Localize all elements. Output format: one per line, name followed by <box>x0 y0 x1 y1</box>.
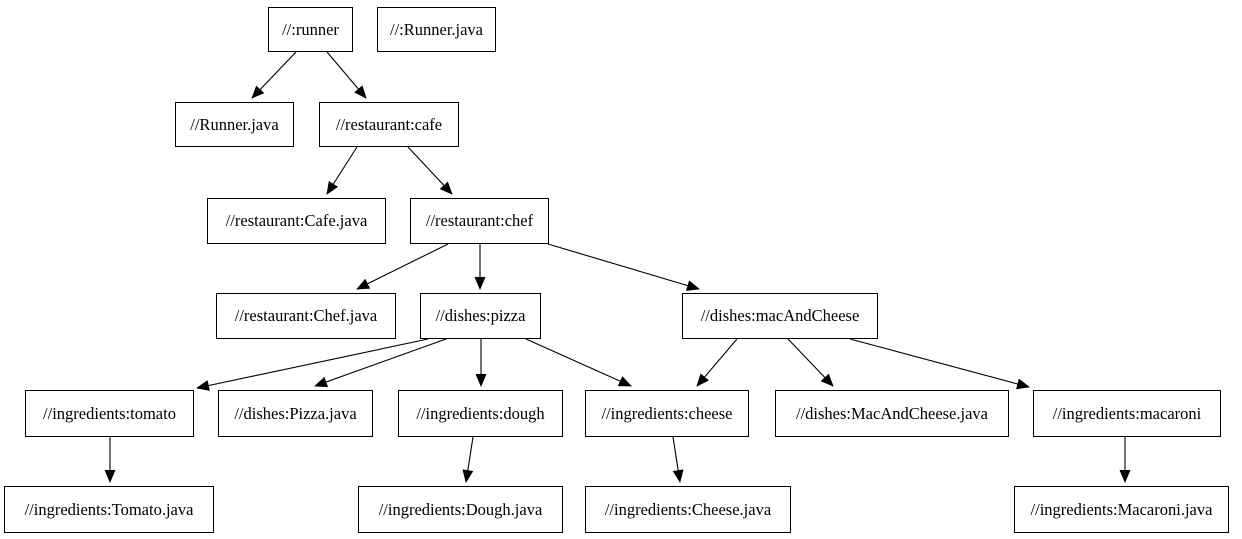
node-tomato: //ingredients:tomato <box>25 390 194 437</box>
node-cafe: //restaurant:cafe <box>319 102 459 147</box>
edge-runner-to-runner-java <box>251 51 297 99</box>
node-dough-java: //ingredients:Dough.java <box>358 486 563 533</box>
edge-mac-and-cheese-to-macaroni <box>849 338 1030 390</box>
edge-pizza-to-tomato <box>196 338 429 391</box>
node-chef: //restaurant:chef <box>410 198 549 244</box>
node-cheese: //ingredients:cheese <box>585 390 749 437</box>
node-dough: //ingredients:dough <box>398 390 563 437</box>
edge-dough-to-dough-java <box>462 436 474 483</box>
node-runner: //:runner <box>268 7 353 52</box>
edge-cafe-to-cafe-java <box>326 146 358 195</box>
node-cheese-java: //ingredients:Cheese.java <box>585 486 791 533</box>
node-macaroni: //ingredients:macaroni <box>1033 390 1221 437</box>
edge-mac-and-cheese-to-mac-java <box>787 338 834 387</box>
edge-pizza-to-pizza-java <box>314 338 447 388</box>
node-chef-java: //restaurant:Chef.java <box>216 293 396 339</box>
edge-pizza-to-cheese <box>525 338 632 387</box>
edge-runner-to-cafe <box>326 51 367 99</box>
node-mac-and-cheese: //dishes:macAndCheese <box>682 293 878 339</box>
edge-chef-to-mac-and-cheese <box>547 243 700 291</box>
node-cafe-java: //restaurant:Cafe.java <box>207 198 386 244</box>
node-tomato-java: //ingredients:Tomato.java <box>4 486 214 533</box>
node-mac-and-cheese-java: //dishes:MacAndCheese.java <box>775 390 1009 437</box>
edge-mac-and-cheese-to-cheese <box>696 338 738 387</box>
node-macaroni-java: //ingredients:Macaroni.java <box>1014 486 1229 533</box>
edge-chef-to-chef-java <box>356 243 449 290</box>
node-runner-java: //Runner.java <box>175 102 294 147</box>
edge-cafe-to-chef <box>407 146 453 195</box>
node-runner-java-root: //:Runner.java <box>377 7 496 52</box>
node-pizza-java: //dishes:Pizza.java <box>218 390 373 437</box>
edge-cheese-to-cheese-java <box>672 436 684 483</box>
node-pizza: //dishes:pizza <box>420 293 541 339</box>
